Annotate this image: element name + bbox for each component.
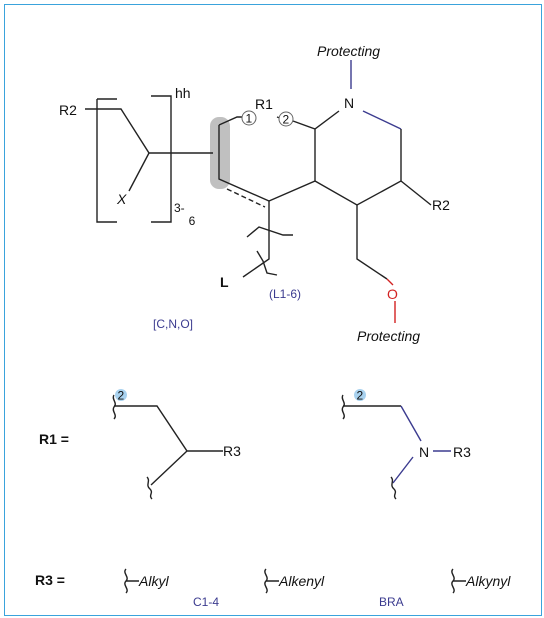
r3-def-label: R3 = <box>35 572 65 588</box>
protecting-bottom-label: Protecting <box>357 328 420 344</box>
r2-right-bond <box>400 180 432 206</box>
ring-system: 1 2 Protecting N R1 R2 O Protecting L (L… <box>153 43 450 344</box>
ring-bond <box>314 110 340 130</box>
r1b-n-bonds <box>392 405 451 484</box>
r1-label: R1 <box>255 96 273 112</box>
l-range-label: (L1-6) <box>269 287 301 301</box>
hh-label: hh <box>175 85 191 101</box>
alkyl-option: Alkyl <box>138 573 169 589</box>
squiggle-top <box>246 226 293 238</box>
r1b-r3-label: R3 <box>453 444 471 460</box>
n-atom-label: N <box>344 95 354 111</box>
r1-def-label: R1 = <box>39 431 69 447</box>
protecting-top-label: Protecting <box>317 43 380 59</box>
r1a-locant: 2 <box>118 389 125 403</box>
n-ring-bond <box>362 110 402 130</box>
markush-diagram: R2 X hh 3-6 1 2 Protecting N R1 R2 O Pr <box>35 43 511 609</box>
r2-right-label: R2 <box>432 197 450 213</box>
r1b-locant: 2 <box>357 389 364 403</box>
x-bond <box>128 152 150 192</box>
diagram-frame: R2 X hh 3-6 1 2 Protecting N R1 R2 O Pr <box>4 4 542 616</box>
r2-left-label: R2 <box>59 102 77 118</box>
bond-highlight <box>210 117 230 189</box>
repeat-label: 3-6 <box>174 201 196 228</box>
r1a-exit-wavy <box>146 476 153 500</box>
r1a-r3-label: R3 <box>223 443 241 459</box>
o-bonds <box>386 278 396 323</box>
alkyl-wavy <box>124 568 139 594</box>
branch-note: BRA <box>379 595 404 609</box>
locant-1-circle <box>241 110 257 126</box>
alkenyl-option: Alkenyl <box>278 573 325 589</box>
alkenyl-wavy <box>264 568 279 594</box>
locant-1: 1 <box>246 112 253 126</box>
r1b-n-label: N <box>419 444 429 460</box>
r1b-attach-wavy <box>341 394 345 420</box>
squiggle-bottom <box>256 250 278 276</box>
alkynyl-option: Alkynyl <box>465 573 511 589</box>
r1b-exit-wavy <box>390 476 397 500</box>
r1a-attach-wavy <box>112 394 116 420</box>
l-label: L <box>220 274 229 290</box>
right-bracket <box>151 95 172 223</box>
range-note: C1-4 <box>193 595 219 609</box>
double-bond-dash <box>226 188 266 208</box>
r3-definition: R3 = Alkyl Alkenyl Alkynyl C1-4 BRA <box>35 568 511 609</box>
repeat-unit: R2 X hh 3-6 <box>59 85 213 228</box>
ether-chain <box>356 205 388 280</box>
r1a-bonds <box>114 405 223 486</box>
left-bracket <box>96 98 117 223</box>
left-ring-bonds <box>218 120 316 202</box>
locant-2-circle <box>278 111 294 127</box>
o-atom-label: O <box>387 286 398 302</box>
r1-definition: R1 = 2 R3 2 N R3 <box>39 389 471 500</box>
chain-bonds <box>85 108 171 154</box>
r1a-locant-circle <box>115 389 127 401</box>
locant-2: 2 <box>283 113 290 127</box>
l-chain-bond <box>242 201 270 278</box>
alkynyl-wavy <box>451 568 466 594</box>
x-label: X <box>116 191 127 207</box>
right-ring-bonds <box>314 129 402 206</box>
r1b-locant-circle <box>354 389 366 401</box>
atom-set-label: [C,N,O] <box>153 317 193 331</box>
